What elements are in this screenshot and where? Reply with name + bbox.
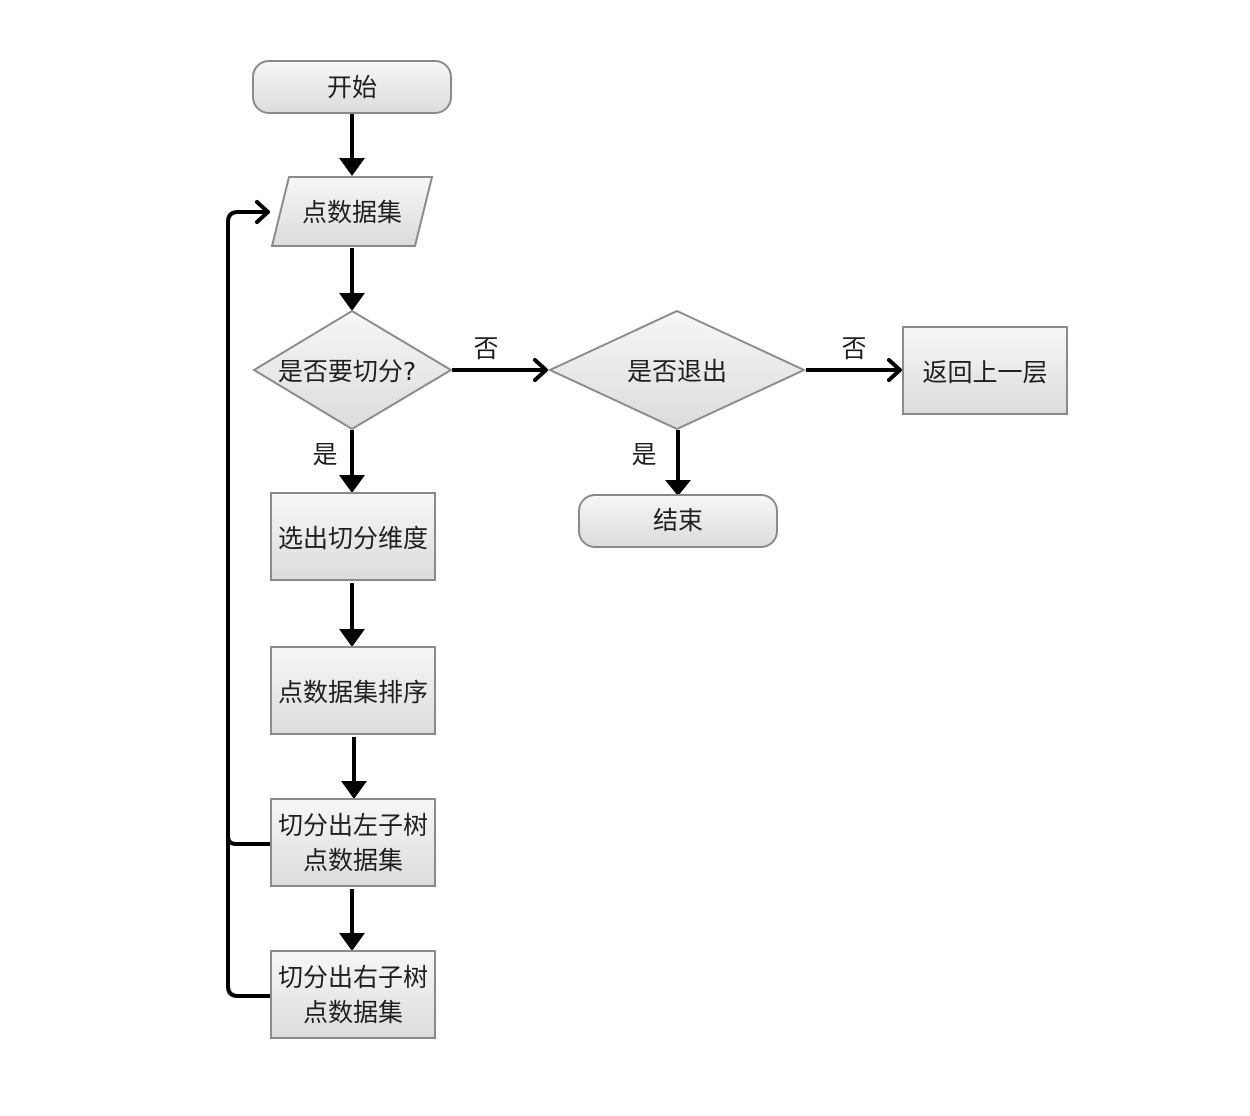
right-subtree-node [270,950,436,1039]
right-subtree-node-label-line2: 点数据集 [303,998,403,1027]
edge-loop-back-to-dataset [226,210,270,998]
need-split-decision-label: 是否要切分? [278,357,416,386]
arrowhead [339,629,365,647]
arrowhead [339,158,365,176]
arrowhead [341,781,367,799]
sort-dataset-node-label: 点数据集排序 [278,678,428,707]
end-node-label: 结束 [653,506,703,535]
exit-check-decision-label: 是否退出 [627,357,727,386]
end-node [578,494,778,548]
exit-check-decision [547,309,807,431]
select-dimension-node [270,492,436,581]
sort-dataset-node [270,646,436,735]
dataset-node-label: 点数据集 [302,198,402,227]
left-subtree-node-label-line1: 切分出左子树 [278,811,428,840]
dataset-node [270,176,434,247]
select-dimension-node-label: 选出切分维度 [278,524,428,553]
edge-label-yes-select: 是 [312,440,337,469]
start-node-label: 开始 [327,73,377,102]
right-subtree-node-label-line1: 切分出右子树 [278,963,428,992]
arrowhead [665,480,691,496]
edge-loop-left-subtree [226,835,270,846]
return-up-node-label: 返回上一层 [922,358,1047,387]
arrowhead [339,933,365,951]
start-node [252,60,452,114]
open-arrowhead [255,200,270,224]
arrowhead [339,293,365,311]
left-subtree-node-label-line2: 点数据集 [303,846,403,875]
edge-label-no-return: 否 [841,334,866,363]
left-subtree-node [270,798,436,887]
arrowhead [339,475,365,493]
need-split-decision [252,309,453,431]
return-up-node [902,326,1068,415]
edge-label-yes-end: 是 [631,440,656,469]
open-arrowhead [533,358,548,382]
edge-label-no-exit: 否 [473,334,498,363]
open-arrowhead [887,358,902,382]
